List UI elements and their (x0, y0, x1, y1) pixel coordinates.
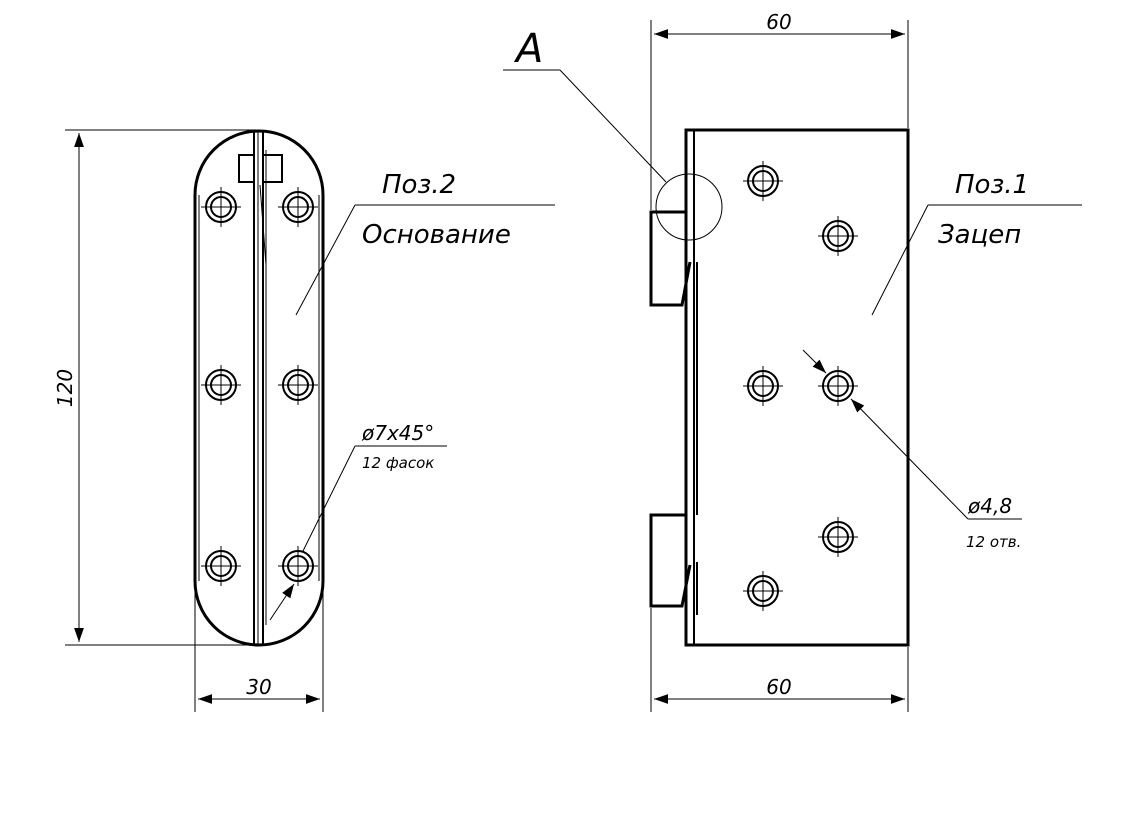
dimension-60-top-label: 60 (766, 10, 791, 34)
leader-hole-diameter: ø4,8 12 отв. (802, 349, 1022, 551)
hook-view: A 60 60 Поз.1 (503, 10, 1082, 712)
hook-plate (684, 128, 910, 647)
leader-hook: Поз.1 Зацеп (871, 170, 1082, 316)
hole (201, 187, 241, 227)
leader-base: Поз.2 Основание (295, 170, 555, 316)
base-name-label: Основание (362, 220, 511, 250)
hook-tab-top (649, 210, 692, 307)
dimension-120-label: 120 (53, 369, 77, 407)
dimension-30-label: 30 (246, 675, 271, 699)
dimension-hook-width-top: 60 (650, 10, 909, 210)
hole (818, 517, 858, 557)
hole (278, 365, 318, 405)
base-top-notch (238, 154, 283, 183)
hole-spec-label: ø4,8 (967, 494, 1012, 518)
hole (278, 546, 318, 586)
hole (743, 571, 783, 611)
hole (818, 216, 858, 256)
base-center-strip (253, 130, 267, 645)
detail-letter-a: A (513, 26, 543, 72)
hook-name-label: Зацеп (938, 220, 1021, 250)
dimension-base-height: 120 (53, 129, 256, 646)
hole (201, 365, 241, 405)
hole-count-label: 12 отв. (966, 533, 1021, 551)
chamfer-count-label: 12 фасок (362, 454, 434, 472)
hole (278, 187, 318, 227)
chamfer-spec-label: ø7x45° (361, 421, 434, 445)
hook-holes (743, 161, 858, 611)
hole (201, 546, 241, 586)
base-holes (201, 187, 318, 586)
leader-chamfer: ø7x45° 12 фасок (269, 421, 447, 621)
dimension-base-width: 30 (194, 590, 324, 712)
dimension-hook-width-bottom: 60 (650, 608, 909, 712)
base-outline (193, 129, 325, 647)
detail-view-a: A (503, 26, 723, 241)
hole (743, 366, 783, 406)
hole (818, 366, 858, 406)
base-view: 120 30 Поз.2 Основание ø7x45° 12 фасок (53, 129, 555, 712)
dimension-60-bottom-label: 60 (766, 675, 791, 699)
hole (743, 161, 783, 201)
base-position-label: Поз.2 (382, 170, 456, 200)
hook-position-label: Поз.1 (955, 170, 1029, 200)
hook-tab-bottom (649, 513, 692, 608)
